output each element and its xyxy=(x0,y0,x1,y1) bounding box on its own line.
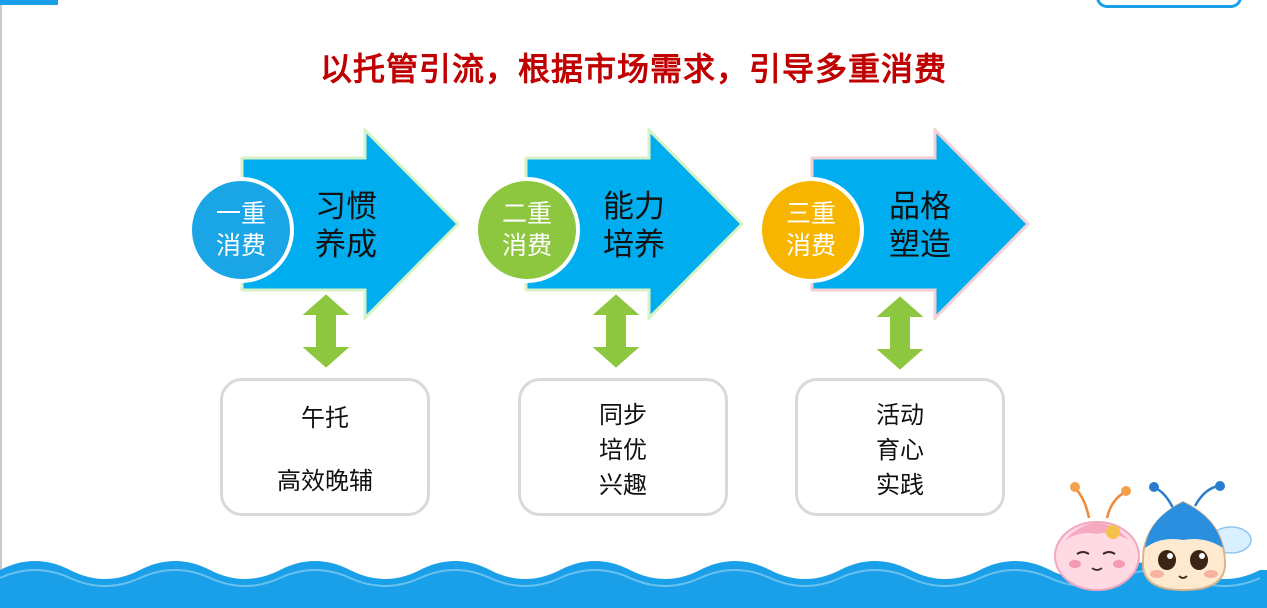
stage-1-double-arrow-icon xyxy=(298,292,354,370)
stage-2-label-line2: 培养 xyxy=(603,227,665,263)
stage-1-items-box: 午托 高效晚辅 xyxy=(220,378,430,516)
stage-2-item-2: 培优 xyxy=(599,435,647,464)
stage-1-label-line2: 养成 xyxy=(315,227,377,263)
stage-1-badge-line2: 消费 xyxy=(215,231,266,260)
stage-2-double-arrow-icon xyxy=(588,292,644,370)
stage-2-item-3: 兴趣 xyxy=(599,470,647,499)
mascot-characters-image xyxy=(1054,481,1252,592)
stage-1-arrow xyxy=(240,128,461,320)
stage-2-arrow xyxy=(524,128,745,320)
slide-frame-edge xyxy=(0,0,2,608)
stage-3-double-arrow-icon xyxy=(872,294,928,372)
stage-2-badge-line1: 二重 xyxy=(501,199,552,228)
stage-2-item-1: 同步 xyxy=(599,400,647,429)
stage-1-item-2: 高效晚辅 xyxy=(277,467,373,495)
stage-3-item-3: 实践 xyxy=(876,470,924,499)
stage-1-label-line1: 习惯 xyxy=(315,189,377,225)
stage-3-item-1: 活动 xyxy=(876,400,924,429)
stage-2-label-line1: 能力 xyxy=(603,189,665,225)
stage-1-label: 习惯 养成 xyxy=(300,188,392,264)
stage-2-items-box: 同步 培优 兴趣 xyxy=(518,378,728,516)
stage-3-item-2: 育心 xyxy=(876,435,924,464)
stage-1-item-1: 午托 xyxy=(301,404,349,432)
stage-1-badge: 一重 消费 xyxy=(188,177,294,283)
wave-footer xyxy=(0,561,1267,608)
stage-1-badge-line1: 一重 xyxy=(215,199,266,228)
top-tab-decoration xyxy=(0,0,58,5)
stage-3-items-box: 活动 育心 实践 xyxy=(795,378,1005,516)
stage-3-arrow xyxy=(810,128,1031,320)
stage-2-label: 能力 培养 xyxy=(588,188,680,264)
stage-3-badge: 三重 消费 xyxy=(758,177,864,283)
stage-3-label-line2: 塑造 xyxy=(889,227,951,263)
stage-3-badge-line2: 消费 xyxy=(785,231,836,260)
stage-2-badge-line2: 消费 xyxy=(501,231,552,260)
stage-3-label: 品格 塑造 xyxy=(874,188,966,264)
stage-3-label-line1: 品格 xyxy=(889,189,951,225)
stage-2-badge: 二重 消费 xyxy=(474,177,580,283)
slide-title: 以托管引流，根据市场需求，引导多重消费 xyxy=(319,50,947,88)
stage-3-badge-line1: 三重 xyxy=(785,199,836,228)
top-right-badge xyxy=(1096,0,1242,8)
